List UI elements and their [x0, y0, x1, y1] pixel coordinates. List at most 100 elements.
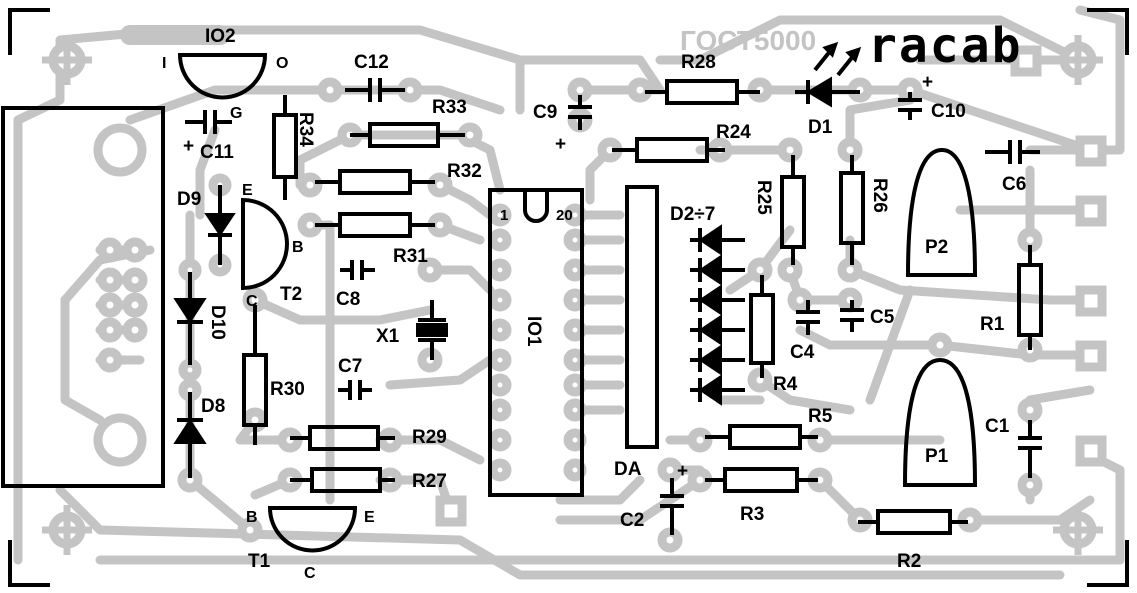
label-da: DA [614, 459, 642, 480]
label-c10-plus: + [922, 72, 933, 93]
label-r2: R2 [897, 551, 921, 572]
d1-led-symbol [795, 41, 862, 108]
label-io2: IO2 [205, 26, 236, 47]
io1-notch [523, 190, 549, 223]
r25-resistor-symbol [780, 155, 806, 265]
da-display-outline [625, 185, 659, 449]
board-corner-marks [8, 8, 1129, 587]
label-r4: R4 [773, 374, 798, 395]
label-c5: C5 [870, 307, 895, 328]
c5-capacitor-symbol [840, 300, 864, 332]
label-c9-plus: + [555, 134, 566, 155]
label-r3: R3 [740, 504, 764, 525]
copper-ghost-text: ГОСТ5000 [680, 25, 816, 56]
label-c4: C4 [790, 342, 815, 363]
label-p2: P2 [925, 237, 948, 258]
label-c2-plus: + [677, 461, 688, 482]
r34-resistor-symbol [272, 95, 298, 200]
t2-outline [241, 197, 289, 291]
label-c7: C7 [338, 356, 362, 377]
label-r27: R27 [412, 471, 447, 492]
c8-capacitor-symbol [340, 260, 375, 280]
r29-resistor-symbol [290, 425, 395, 451]
r5-resistor-symbol [705, 424, 818, 450]
r27-resistor-symbol [290, 467, 395, 493]
io1-ic-outline [488, 188, 584, 497]
x1-crystal-symbol [416, 300, 448, 360]
label-t1-c: C [304, 565, 316, 582]
label-r33: R33 [432, 97, 467, 118]
mounting-holes [42, 35, 1103, 555]
label-r31: R31 [393, 246, 428, 267]
diode-d6 [690, 344, 745, 376]
label-io2-i: I [162, 55, 166, 72]
d10-diode-symbol [173, 272, 207, 365]
label-c12: C12 [354, 52, 389, 73]
r31-resistor-symbol [315, 212, 435, 238]
label-p1: P1 [925, 446, 949, 467]
d2-d7-diode-array [690, 224, 745, 406]
label-r5: R5 [808, 406, 833, 427]
label-c2: C2 [620, 510, 644, 531]
c7-capacitor-symbol [338, 380, 372, 400]
r30-resistor-symbol [242, 305, 268, 445]
label-r1: R1 [980, 314, 1005, 335]
label-r25: R25 [753, 180, 774, 215]
label-d10: D10 [207, 305, 228, 340]
label-t2-b: B [292, 239, 304, 256]
diode-d4 [690, 284, 745, 316]
label-c6: C6 [1002, 174, 1026, 195]
label-r30: R30 [270, 379, 305, 400]
label-d8: D8 [201, 396, 225, 417]
label-t2-c: C [246, 293, 258, 310]
c12-capacitor-symbol [345, 78, 405, 102]
c9-capacitor-symbol [568, 95, 592, 130]
label-x1: X1 [376, 326, 400, 347]
label-c1: C1 [985, 416, 1010, 437]
diode-d2 [690, 224, 745, 256]
r1-resistor-symbol [1017, 245, 1043, 350]
c1-capacitor-symbol [1018, 420, 1042, 478]
label-r24: R24 [716, 122, 751, 143]
label-r28: R28 [681, 52, 716, 73]
label-io1-pin20: 20 [556, 207, 573, 224]
c11-capacitor-symbol [185, 110, 232, 134]
label-t2-e: E [242, 182, 253, 199]
silkscreen-labels: IO2 I O G C12 R33 R34 + C11 R32 R31 D9 E… [162, 26, 1026, 582]
label-c11: C11 [200, 142, 234, 163]
label-t2: T2 [280, 284, 302, 305]
db-connector-outline [1, 106, 165, 488]
brand-logo-text: racab [868, 18, 1023, 74]
d8-diode-symbol [173, 392, 207, 478]
r3-resistor-symbol [705, 467, 818, 493]
diode-d3 [690, 254, 745, 286]
r4-resistor-symbol [749, 275, 775, 378]
label-c9: C9 [533, 102, 557, 123]
label-d1: D1 [808, 117, 833, 138]
p1-outline [902, 357, 978, 487]
io2-outline [177, 53, 268, 100]
r24-resistor-symbol [612, 137, 725, 163]
t1-outline [267, 506, 358, 553]
copper-pads [48, 41, 1107, 553]
p2-outline [905, 147, 978, 277]
r32-resistor-symbol [315, 169, 435, 195]
label-c11-plus: + [183, 136, 194, 157]
c4-capacitor-symbol [796, 300, 820, 335]
label-io2-g: G [230, 105, 242, 122]
label-c8: C8 [336, 289, 360, 310]
label-d2-7: D2÷7 [670, 204, 715, 225]
label-r34: R34 [295, 112, 316, 147]
c2-capacitor-symbol [660, 478, 684, 535]
label-d9: D9 [177, 189, 201, 210]
label-r32: R32 [447, 161, 482, 182]
copper-ghost-blob [120, 25, 230, 45]
r28-resistor-symbol [645, 79, 760, 105]
r26-resistor-symbol [839, 155, 865, 265]
label-io2-o: O [276, 55, 288, 72]
label-r29: R29 [412, 427, 447, 448]
label-io1-pin1: 1 [500, 207, 508, 224]
diode-d5 [690, 314, 745, 346]
label-r26: R26 [869, 178, 890, 213]
